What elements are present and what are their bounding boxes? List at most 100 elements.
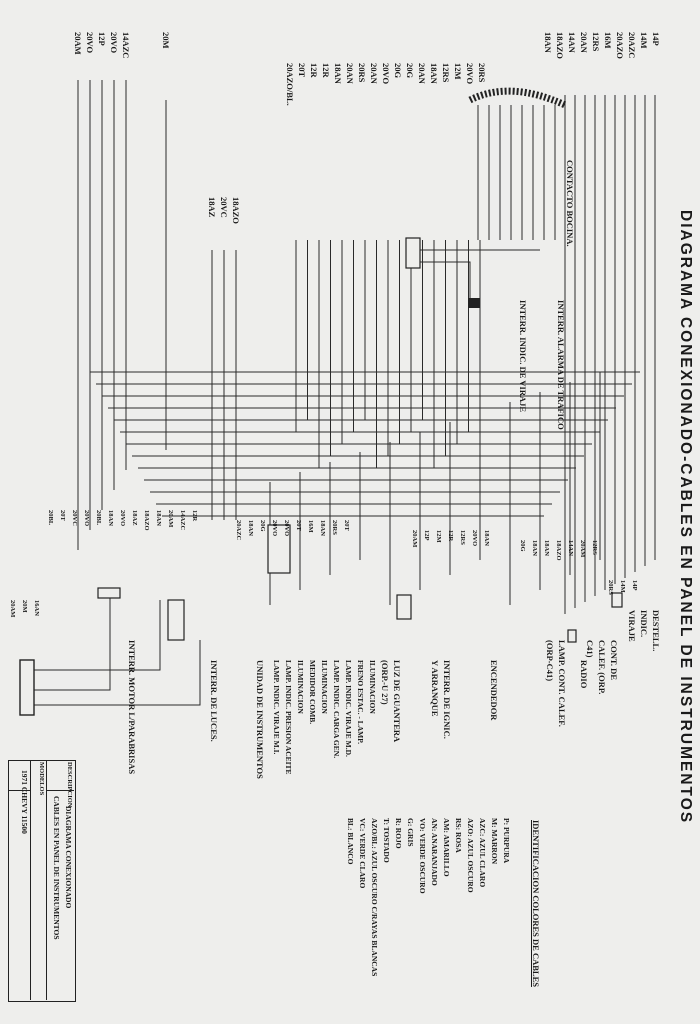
label-destellador: DESTELL.INDIC.VIRAJE (626, 610, 662, 651)
wire-tag: 20BL (95, 510, 102, 526)
legend-item: AN: ANARANJADO (430, 818, 439, 886)
wire-label: 18AZO (555, 32, 565, 59)
wire-tag: 20T (343, 520, 350, 531)
wire-tag: 18AN (483, 530, 490, 546)
wire-label: 12R (309, 63, 319, 78)
legend-item: BL: BLANCO (346, 818, 355, 865)
wire-label: 16M (603, 32, 613, 49)
component-label-line: INDIC. (639, 610, 649, 638)
wire-tag: 20VO (83, 510, 90, 527)
wire-tag: 18AZ (131, 510, 138, 526)
label-lamp-calef: LAMP. CONT. CALEF.(ORP-C41) (544, 640, 568, 727)
wire-group-left-mid: 20M (160, 32, 172, 49)
wire-tag: 20G (519, 540, 526, 552)
wire-tag: 12RS (591, 540, 598, 555)
horn-connector-ring (468, 87, 567, 109)
component-label-line: (ORP-C41) (545, 640, 555, 682)
wire-label: 20VO (381, 63, 391, 85)
wire-label: 18AZ (207, 197, 217, 218)
label-luz-guantera: LUZ DE GUANTERA(ORP.-U 27) (379, 660, 403, 742)
wire-tag: 20RS (331, 520, 338, 535)
wire-tag: 18AN (107, 510, 114, 526)
legend-heading: IDENTIFICACION COLORES DE CABLES (531, 820, 541, 987)
legend-item: AZO/BL: AZUL OSCURO C/RAYAS BLANCAS (370, 818, 379, 977)
wire-tag: 20AM (167, 510, 174, 528)
legend-item: VO: VERDE OSCURO (418, 818, 427, 894)
unit-function: FRENO ESTAC. - LAMP. (356, 660, 365, 744)
wire-label: 20T (297, 63, 307, 78)
unit-function: ILUMINACION (368, 660, 377, 714)
unit-function: LAMP. INDIC. VIRAJE M.I. (272, 660, 281, 755)
title-block (8, 760, 76, 1002)
wire-tag: 20T (295, 520, 302, 531)
wire-label: 20AN (417, 63, 427, 84)
component-label-line: VIRAJE (627, 610, 637, 642)
wire-tag: 20BL (47, 510, 54, 526)
wire-label: 20VO (465, 63, 475, 85)
title-block-models-value: 1971 CHEVY 11500 (20, 770, 29, 834)
wire-tag: 18AN (247, 520, 254, 536)
wire-tag: 16AN (33, 600, 40, 616)
unit-function: ILUMINACION (320, 660, 329, 714)
component-label-line: (ORP.-U 27) (380, 660, 390, 705)
label-interr-motor: INTERR. MOTOR L/PARABRISAS (127, 640, 137, 775)
wire-tag: 20VO (283, 520, 290, 537)
wire-label: 20AN (579, 32, 589, 53)
wire-tag: 14AN (567, 540, 574, 556)
wire-label: 12RS (441, 63, 451, 83)
alarm-switch-block (405, 237, 421, 269)
legend-item: G: GRIS (406, 818, 415, 847)
unit-connector (267, 524, 291, 574)
flasher-connector (611, 592, 623, 608)
component-label-line: Y ARRANQUE (430, 660, 440, 717)
label-interr-ignic: INTERR. DE IGNIC.Y ARRANQUE (429, 660, 453, 739)
wire-tag: 20M (21, 600, 28, 613)
wire-tag: 14M (619, 580, 626, 593)
title-block-desc-1: DIAGRAMA CONEXIONADO (64, 806, 73, 909)
component-label-line: DESTELL. (651, 610, 661, 652)
wire-label: 12P (97, 32, 107, 46)
wire-label: 14P (651, 32, 661, 46)
wire-label: 12M (453, 63, 463, 80)
radio-connector (567, 629, 577, 643)
wire-label: 20AM (73, 32, 83, 55)
wire-tag: 12R (447, 530, 454, 542)
legend-item: T: TOSTADO (382, 818, 391, 863)
wire-label: 20RS (357, 63, 367, 83)
label-indic-viraje: INTERR. INDIC. DE VIRAJE (518, 300, 528, 413)
wire-tag: 14AZC (179, 510, 186, 531)
title-block-models-label: MODELOS (38, 762, 45, 796)
wire-label: 18AN (429, 63, 439, 84)
wire-tag: 20T (59, 510, 66, 521)
unit-function: LAMP. INDIC. CARGA GEN. (332, 660, 341, 759)
legend-item: VC: VERDE CLARO (358, 818, 367, 889)
legend-item: M: MARRON (490, 818, 499, 865)
wiper-connector (97, 587, 121, 599)
wire-label: 18AZO (231, 197, 241, 224)
title-block-desc-label: DESCRIPCION (66, 762, 73, 808)
wire-tag: 20VO (471, 530, 478, 547)
label-interr-luces: INTERR. DE LUCES. (209, 660, 219, 742)
wire-label: 20VC (219, 197, 229, 218)
component-label-line: CALEF. (ORP. (597, 640, 607, 695)
component-label-line: INTERR. DE IGNIC. (442, 660, 452, 739)
label-unidad-instrumentos: UNIDAD DE INSTRUMENTOS (255, 660, 265, 779)
wire-label: 20RS (477, 63, 487, 83)
wire-label: 20AZC (627, 32, 637, 59)
wire-tag: 20AZC (235, 520, 242, 541)
wire-label: 20M (161, 32, 171, 49)
label-contacto-bocina: CONTACTO BOCINA. (565, 160, 575, 247)
light-switch-connector (167, 599, 185, 641)
wire-tag: 20AM (579, 540, 586, 558)
wire-tag: 20AM (411, 530, 418, 548)
